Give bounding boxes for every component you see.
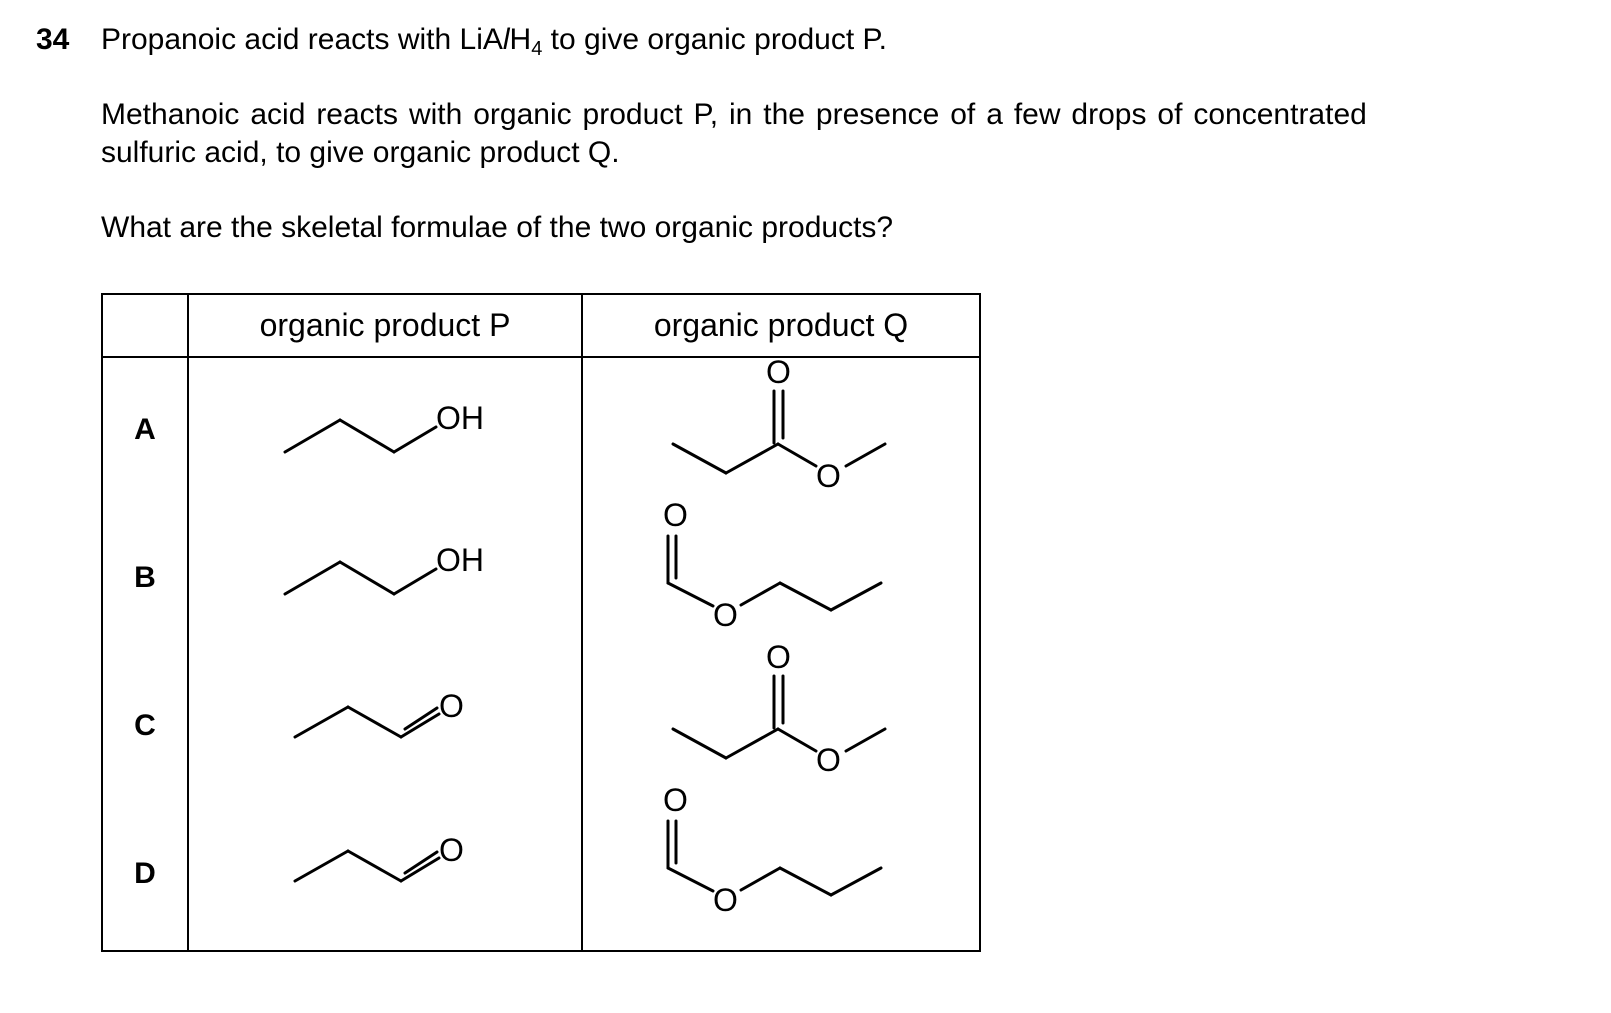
answer-table: organic product P organic product Q A B … <box>101 293 981 953</box>
atom-label-d-p-o: O <box>439 832 464 868</box>
atom-label-a-q-carbonyl-o: O <box>766 354 791 390</box>
structure-c-p: O <box>293 688 464 739</box>
table-border-right <box>979 293 981 952</box>
atom-label-a-q-ester-o: O <box>816 458 841 494</box>
header-product-q: organic product Q <box>653 307 909 343</box>
question-number: 34 <box>36 23 70 56</box>
atom-label-d-q-carbonyl-o: O <box>663 782 688 818</box>
table-divider-pq <box>581 293 583 952</box>
structure-b-q: O O <box>663 497 883 633</box>
atom-label-b-p-oh: OH <box>436 542 484 578</box>
atom-label-b-q-ester-o: O <box>713 597 738 633</box>
structure-d-p: O <box>293 832 464 883</box>
atom-label-b-q-carbonyl-o: O <box>663 497 688 533</box>
question-line-3: sulfuric acid, to give organic product Q… <box>101 136 620 169</box>
question-line-2: Methanoic acid reacts with organic produ… <box>101 98 1367 131</box>
row-letter-b: B <box>134 561 156 594</box>
question-prompt: What are the skeletal formulae of the tw… <box>101 211 894 244</box>
table-header-divider <box>101 356 981 358</box>
header-product-p: organic product P <box>259 307 511 343</box>
table-border-top <box>101 293 981 295</box>
structure-d-q: O O <box>663 782 883 918</box>
atom-label-a-p-oh: OH <box>436 400 484 436</box>
table-border-left <box>101 293 103 952</box>
structure-b-p: OH <box>283 542 484 596</box>
row-letter-c: C <box>134 709 156 742</box>
row-letter-d: D <box>134 857 156 890</box>
table-divider-letter <box>187 293 189 952</box>
structure-c-q: O O <box>671 639 887 778</box>
structure-a-p: OH <box>283 400 484 454</box>
atom-label-c-p-o: O <box>439 688 464 724</box>
atom-label-c-q-carbonyl-o: O <box>766 639 791 675</box>
atom-label-d-q-ester-o: O <box>713 882 738 918</box>
row-letter-a: A <box>134 413 156 446</box>
structure-a-q: O O <box>671 354 887 494</box>
table-border-bottom <box>101 950 981 952</box>
atom-label-c-q-ester-o: O <box>816 742 841 778</box>
question-line-1: Propanoic acid reacts with LiAlH4 to giv… <box>101 23 888 60</box>
structures-svg: OH O O OH O O <box>283 354 887 918</box>
